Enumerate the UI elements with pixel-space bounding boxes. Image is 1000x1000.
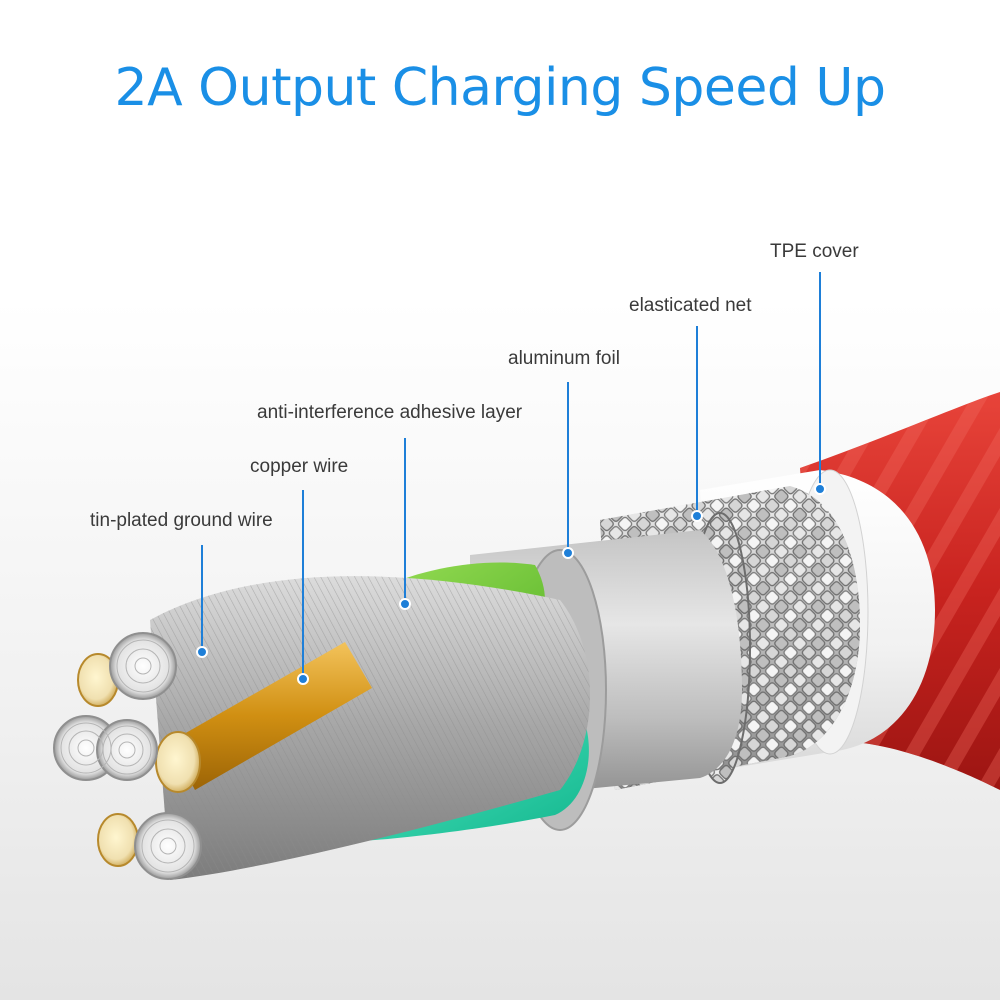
- callout-line-aluminum-foil: [562, 382, 574, 559]
- callout-lines: [196, 272, 826, 685]
- headline: 2A Output Charging Speed Up: [114, 58, 887, 118]
- label-copper-wire: copper wire: [250, 456, 349, 477]
- callout-line-elasticated-net: [691, 326, 703, 522]
- label-aluminum-foil: aluminum foil: [508, 348, 620, 369]
- callout-line-anti-interference-adhesive-layer: [399, 438, 411, 610]
- callout-line-tpe-cover: [814, 272, 826, 495]
- callout-line-tin-plated-ground-wire: [196, 545, 208, 658]
- label-anti-interference-adhesive-layer: anti-interference adhesive layer: [257, 402, 523, 423]
- gold-wire-ends: [77, 653, 139, 867]
- copper-wire-conductor: [155, 642, 372, 793]
- silver-strand-bundle: [150, 576, 590, 880]
- tin-plated-strand-ends: [53, 632, 202, 880]
- label-elasticated-net: elasticated net: [629, 295, 752, 316]
- label-tin-plated-ground-wire: tin-plated ground wire: [90, 510, 273, 531]
- label-tpe-cover: TPE cover: [770, 241, 859, 262]
- callout-line-copper-wire: [297, 490, 309, 685]
